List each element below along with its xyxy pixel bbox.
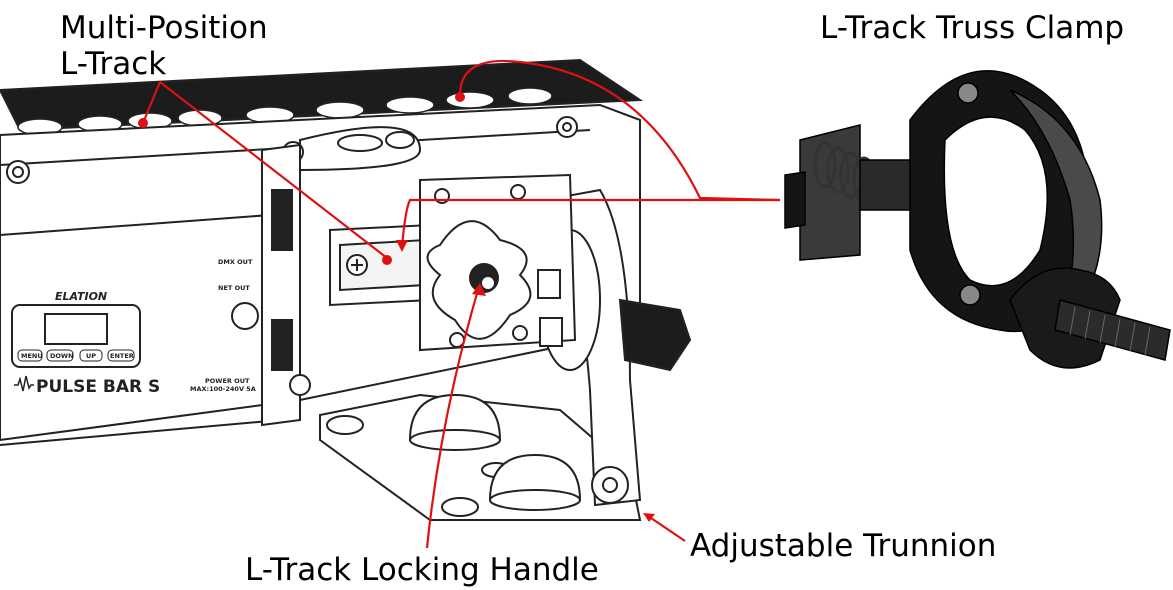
menu-button-label: MENU bbox=[21, 352, 43, 360]
callout-l-track-truss-clamp: L-Track Truss Clamp bbox=[820, 10, 1125, 46]
up-button-label: UP bbox=[86, 352, 96, 360]
threaded-screw bbox=[1054, 299, 1171, 361]
leader-arrowheads bbox=[138, 92, 655, 522]
callout-multi-position-l-track: Multi-Position L-Track bbox=[60, 10, 268, 82]
pulse-logo-wave-icon bbox=[14, 375, 34, 392]
control-panel: ELATION MENU DOWN UP ENTER PULSE BAR S bbox=[11, 290, 160, 397]
callout-adjustable-trunnion: Adjustable Trunnion bbox=[690, 528, 997, 564]
power-out-label: POWER OUT bbox=[205, 377, 250, 385]
callout-l-track-locking-handle: L-Track Locking Handle bbox=[245, 552, 599, 588]
net-out-label: NET OUT bbox=[218, 284, 250, 292]
model-logo: PULSE BAR S bbox=[36, 377, 160, 397]
panel-buttons: MENU DOWN UP ENTER bbox=[17, 349, 135, 362]
adjustable-trunnion bbox=[319, 173, 692, 521]
leader-truss-clamp bbox=[458, 59, 781, 202]
lcd-display bbox=[44, 313, 108, 345]
enter-button-label: ENTER bbox=[110, 352, 134, 360]
leader-trunnion bbox=[647, 515, 686, 542]
brand-logo: ELATION bbox=[55, 290, 107, 303]
leader-locking-handle bbox=[425, 289, 480, 549]
port-labels: DMX OUT NET OUT POWER OUT MAX:100-240V 5… bbox=[190, 258, 256, 393]
leader-l-track-2 bbox=[159, 81, 388, 259]
power-rating-label: MAX:100-240V 5A bbox=[190, 385, 256, 393]
dmx-out-label: DMX OUT bbox=[218, 258, 253, 266]
l-track-rail bbox=[329, 223, 431, 307]
truss-clamp bbox=[784, 70, 1171, 369]
down-button-label: DOWN bbox=[50, 352, 74, 360]
leader-l-track-1 bbox=[141, 81, 162, 124]
